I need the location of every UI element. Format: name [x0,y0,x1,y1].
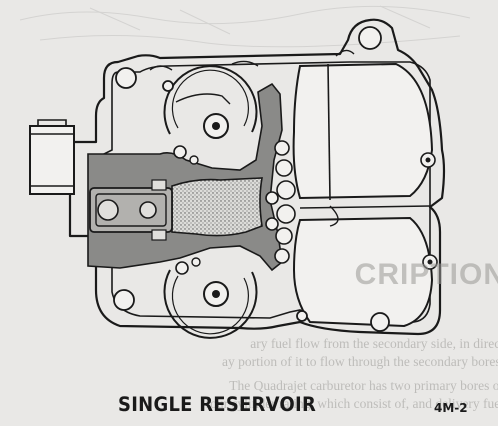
single-reservoir [87,82,283,272]
show-through-line: ay portion of it to flow through the sec… [222,354,498,369]
show-through-line: four cylinder rating, which consist of, … [205,396,498,411]
top-bosses [149,49,355,71]
show-through-heading: CRIPTION [354,258,498,291]
show-through-line: ary fuel flow from the secondary side, i… [250,336,498,351]
figure-number: 4M-2 [434,401,468,415]
show-through-top [19,5,471,48]
primary-bore-lower [163,257,258,339]
float-stipple [171,177,263,237]
passage-holes [265,140,296,264]
needle-seat [89,179,173,241]
mounting-holes [113,26,390,332]
carburetor-body-outline [68,18,446,336]
figure-caption: SINGLE RESERVOIR [118,393,317,416]
fuel-inlet-block [29,119,75,195]
secondary-bore-lower [292,205,438,328]
primary-bore-upper [163,65,258,165]
show-through-line: The Quadrajet carburetor has two primary… [229,378,498,393]
secondary-bore-upper [292,62,436,201]
